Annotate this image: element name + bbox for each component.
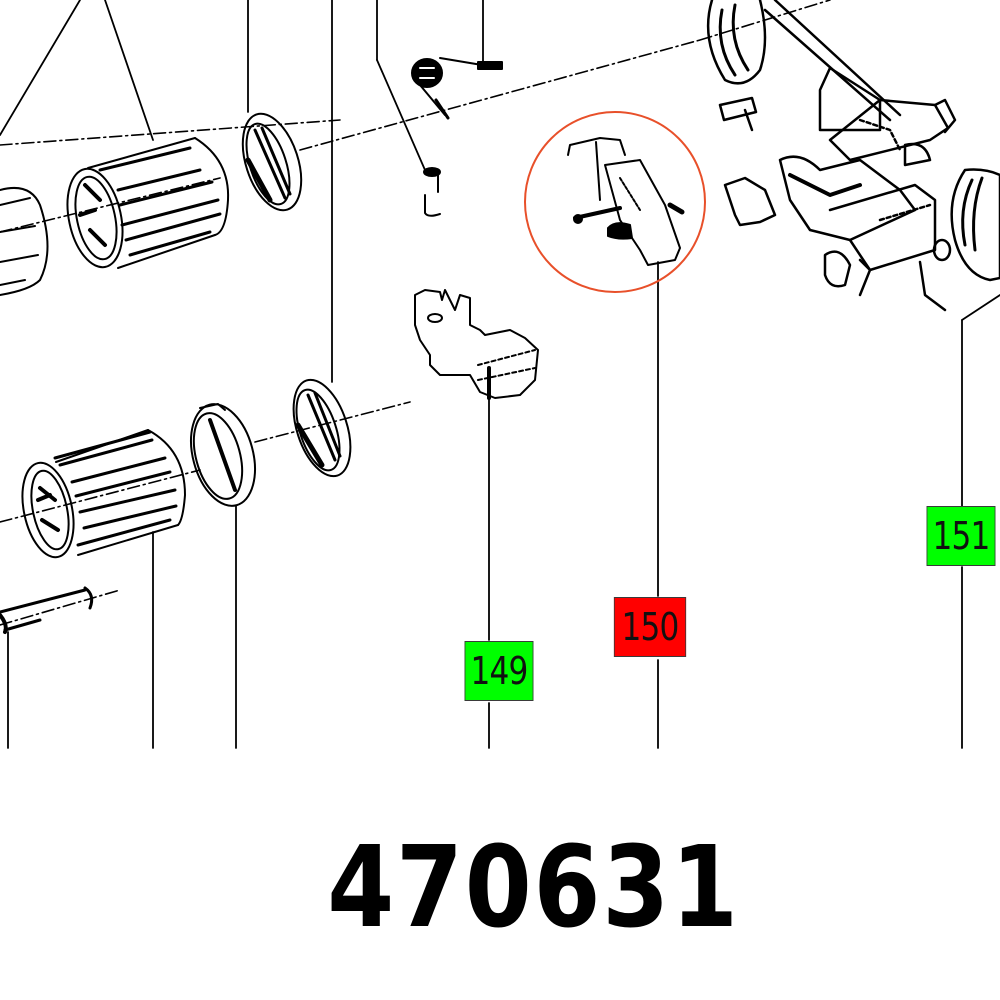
part-number-title: 470631 xyxy=(327,823,740,953)
part-150-highlight-ring xyxy=(524,111,706,293)
part-shaft-pin xyxy=(0,586,94,634)
callout-151[interactable]: 151 xyxy=(926,506,996,566)
part-151-assembly xyxy=(706,0,1000,312)
part-small-pin xyxy=(423,167,441,217)
part-150-switch-arm xyxy=(567,137,685,266)
leader-lines xyxy=(0,0,1000,749)
part-cylinder-left-partial xyxy=(0,186,49,296)
part-knurled-cylinder-lower xyxy=(21,429,186,559)
part-spring-clip-upper xyxy=(241,112,303,212)
part-149-bracket xyxy=(414,289,539,400)
part-knurled-cylinder-upper xyxy=(66,137,230,269)
part-torsion-spring xyxy=(411,57,503,120)
part-ring-lower xyxy=(190,403,256,507)
callout-150[interactable]: 150 xyxy=(613,597,687,657)
part-spring-clip-lower xyxy=(292,378,352,478)
callout-149[interactable]: 149 xyxy=(464,641,534,701)
